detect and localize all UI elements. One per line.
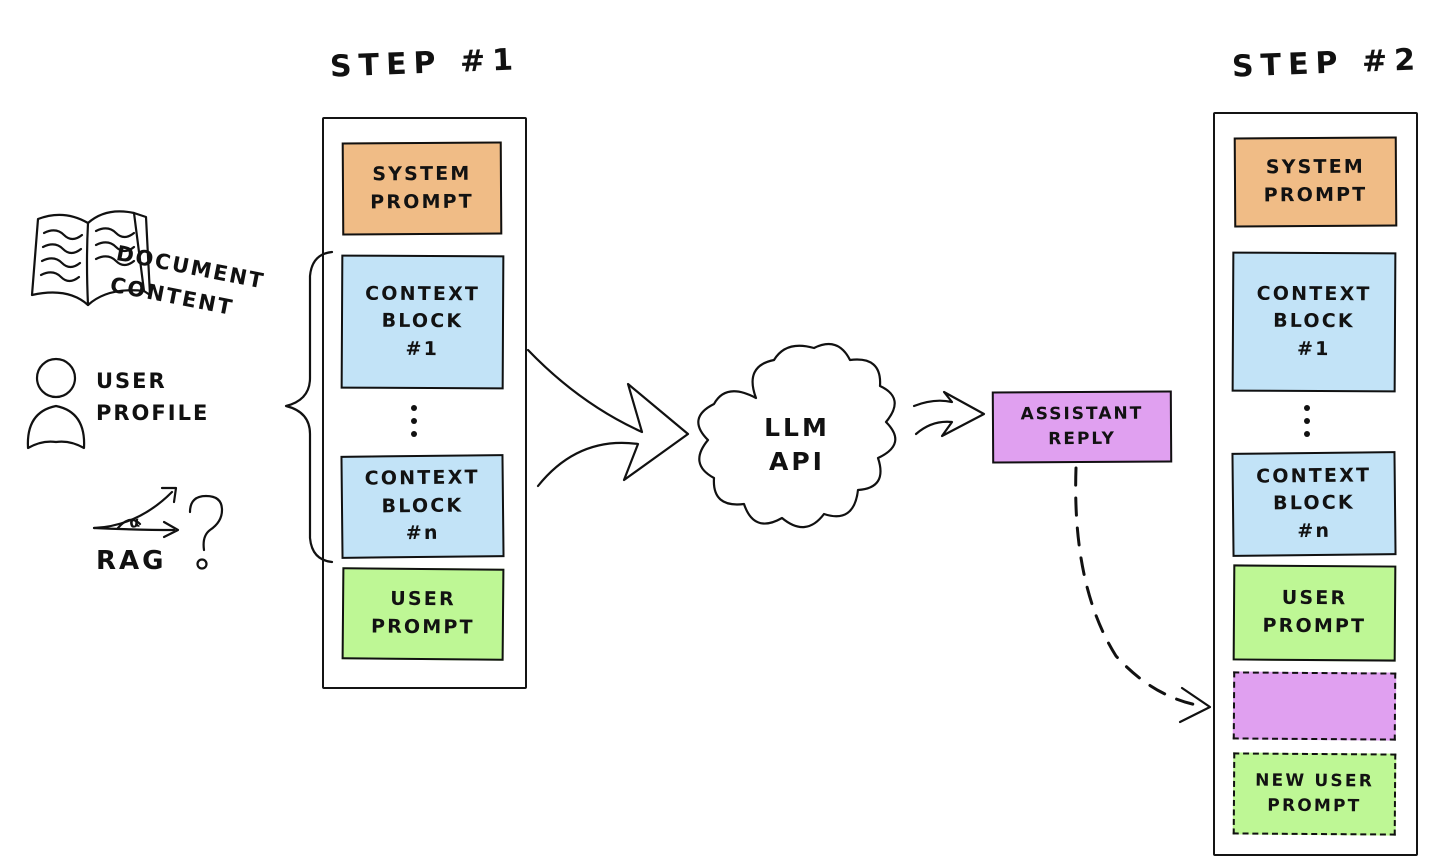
document-icon: [30, 210, 152, 307]
user-profile-label: USER PROFILE: [96, 369, 210, 425]
question-mark-icon: [188, 494, 224, 570]
step1-title: STEP #1: [329, 42, 521, 85]
rag-angle-icon: α: [92, 486, 180, 539]
step1-ellipsis: [411, 405, 417, 437]
prompt-to-llm-arrow: [526, 348, 690, 488]
llm-to-assistant-arrow: [912, 390, 986, 438]
step1-context-block-n[interactable]: CONTEXT BLOCK #n: [340, 454, 505, 559]
step2-new-user-prompt[interactable]: NEW USER PROMPT: [1232, 752, 1397, 836]
step2-context-window-frame: [1213, 112, 1418, 856]
svg-text:α: α: [128, 513, 141, 532]
assistant-reply-box[interactable]: ASSISTANT REPLY: [991, 390, 1173, 464]
inputs-to-context-brace: [284, 250, 334, 564]
step2-title: STEP #2: [1231, 42, 1423, 85]
assistant-to-step2-dashed-arrow: [1074, 466, 1212, 724]
step2-ellipsis: [1304, 405, 1310, 437]
step2-system-prompt[interactable]: SYSTEM PROMPT: [1233, 136, 1398, 228]
step1-context-block-1[interactable]: CONTEXT BLOCK #1: [340, 254, 505, 390]
step2-user-prompt[interactable]: USER PROMPT: [1232, 564, 1397, 662]
llm-label-line1: LLM: [764, 413, 830, 442]
step2-assistant-reply-inserted[interactable]: [1232, 671, 1397, 741]
llm-api-cloud: LLM API: [697, 342, 897, 529]
step1-context-window-frame: [322, 117, 527, 689]
step1-user-prompt[interactable]: USER PROMPT: [341, 567, 505, 661]
step2-context-block-1[interactable]: CONTEXT BLOCK #1: [1231, 251, 1397, 393]
rag-label: RAG: [96, 546, 167, 576]
user-profile-icon: [26, 357, 86, 450]
step1-system-prompt[interactable]: SYSTEM PROMPT: [341, 141, 503, 236]
llm-label-line2: API: [769, 447, 825, 476]
step2-context-block-n[interactable]: CONTEXT BLOCK #n: [1231, 451, 1397, 557]
